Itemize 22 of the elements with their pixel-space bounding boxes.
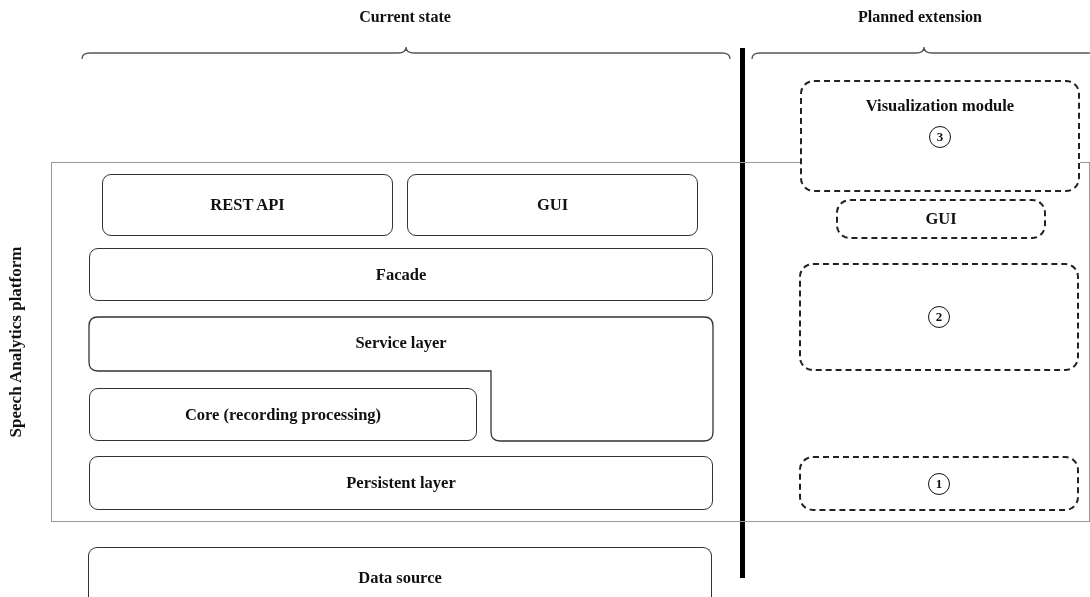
layer-label: Core (recording processing) — [184, 404, 382, 425]
layer-label: Data source — [358, 567, 442, 588]
layer-box — [407, 174, 698, 236]
layer-label: Facade — [375, 264, 427, 285]
platform-label: Speech Analytics platform — [6, 246, 26, 438]
section-heading: Current state — [359, 8, 451, 26]
layer-label: Visualization module — [865, 96, 1015, 116]
layer-label: Persistent layer — [346, 473, 456, 493]
layer-box — [102, 174, 393, 236]
planned-module-box — [799, 263, 1079, 371]
planned-module-box — [799, 456, 1079, 511]
layer-label: Service layer — [355, 333, 447, 353]
layer-label: REST API — [210, 195, 285, 215]
planned-module-box — [800, 80, 1080, 192]
layer-label: GUI — [536, 195, 569, 215]
layer-label: GUI — [925, 209, 957, 229]
planned-module-box — [836, 199, 1046, 239]
layer-box — [88, 547, 712, 597]
section-heading: Planned extension — [858, 8, 982, 26]
layer-box — [89, 388, 477, 441]
layer-box — [89, 456, 713, 510]
layer-box — [89, 248, 713, 301]
